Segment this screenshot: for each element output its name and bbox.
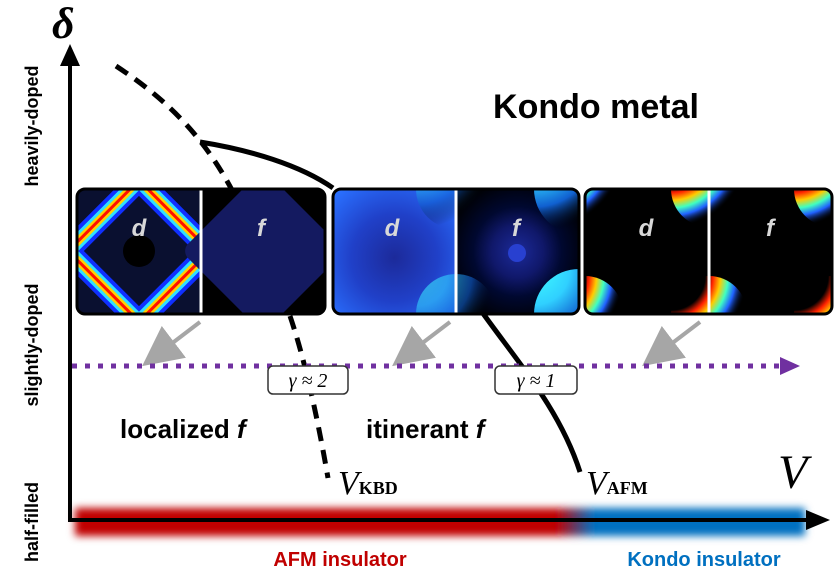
- panel-itinerant: [333, 189, 579, 314]
- panel-localized-frame: [75, 187, 327, 316]
- kondo-insulator-label: Kondo insulator: [627, 549, 781, 571]
- afm-boundary-upper: [199, 139, 335, 191]
- gray-arrow-2: [392, 320, 452, 367]
- gamma-label-left: γ ≈ 2: [289, 370, 328, 392]
- panel3-f-label: f: [766, 215, 776, 242]
- panel3-d-label: d: [639, 215, 655, 242]
- gamma-label-right: γ ≈ 1: [517, 370, 556, 392]
- v-kbd-label: VKBD: [338, 465, 398, 502]
- y-axis-arrowhead: [60, 44, 80, 66]
- localized-f-label: localized f: [120, 414, 248, 444]
- kondo-metal-label: Kondo metal: [493, 88, 699, 126]
- afm-insulator-label: AFM insulator: [273, 549, 407, 571]
- itinerant-f-label: itinerant f: [366, 414, 487, 444]
- panel-kondo-frame: [583, 187, 834, 316]
- y-tick-heavily-doped: heavily-doped: [22, 65, 42, 186]
- v-afm-label: VAFM: [586, 465, 648, 502]
- y-tick-half-filled: half-filled: [22, 482, 42, 562]
- panel-localized: [77, 189, 325, 314]
- dotted-path-arrowhead: [780, 357, 800, 375]
- kbd-boundary-upper: [114, 63, 235, 192]
- y-axis-symbol: δ: [52, 0, 75, 48]
- panel2-f-label: f: [512, 215, 522, 242]
- kbd-boundary-lower: [287, 315, 331, 479]
- y-tick-slightly-doped: slightly-doped: [22, 284, 42, 407]
- gamma-box-right: [494, 365, 578, 395]
- panel-kondo: [585, 189, 832, 314]
- gray-arrow-1: [142, 320, 202, 367]
- panel-itinerant-frame: [331, 187, 581, 316]
- x-axis-arrowhead: [806, 510, 830, 530]
- gray-arrow-3: [642, 320, 702, 367]
- panel1-f-label: f: [257, 215, 267, 242]
- panel2-d-label: d: [385, 215, 401, 242]
- panel1-d-label: d: [132, 215, 148, 242]
- x-axis-symbol: V: [778, 446, 812, 499]
- gamma-box-left: [267, 365, 349, 395]
